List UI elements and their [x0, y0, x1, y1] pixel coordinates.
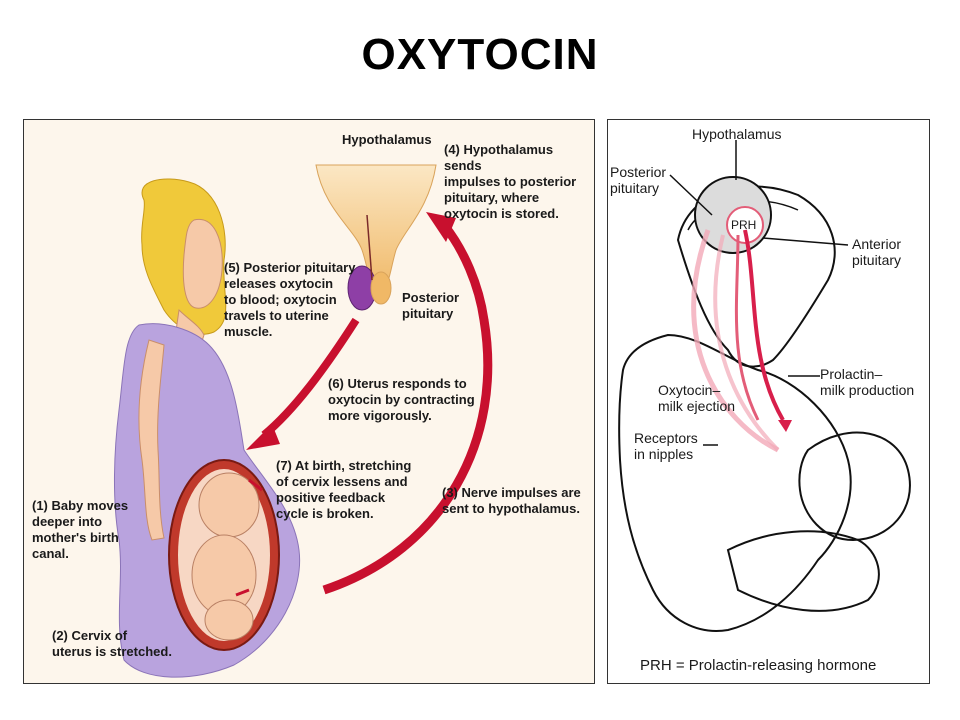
- label-step6: (6) Uterus responds to oxytocin by contr…: [328, 376, 475, 423]
- label-step7: (7) At birth, stretching of cervix lesse…: [276, 458, 412, 521]
- label-prh-legend: PRH = Prolactin-releasing hormone: [640, 657, 877, 674]
- breastfeeding-diagram: Hypothalamus Posterior pituitary PRH Ant…: [607, 119, 930, 684]
- mother-body-outline: [618, 333, 852, 632]
- pregnant-woman-illustration: [114, 164, 493, 678]
- label-hypothalamus-right: Hypothalamus: [692, 126, 782, 142]
- label-prolactin: Prolactin– milk production: [820, 366, 915, 398]
- prh-bubble: [726, 206, 764, 244]
- label-anterior-pituitary: Anterior pituitary: [852, 236, 902, 268]
- baby-outline: [798, 431, 911, 542]
- positive-feedback-diagram: Hypothalamus (4) Hypothalamus sends impu…: [23, 119, 595, 684]
- label-posterior-pituitary: Posterior pituitary: [402, 290, 460, 321]
- slide-title: OXYTOCIN: [361, 30, 599, 79]
- oxytocin-arrow-to-uterus: [261, 317, 360, 439]
- cervix-arrow: [248, 478, 263, 492]
- label-step4: (4) Hypothalamus sends impulses to poste…: [444, 142, 577, 221]
- prolactin-pathway: [743, 229, 785, 422]
- label-prh: PRH: [731, 218, 757, 232]
- label-oxytocin: Oxytocin– milk ejection: [658, 382, 736, 414]
- label-receptors: Receptors in nipples: [634, 430, 698, 462]
- label-step3: (3) Nerve impulses are sent to hypothala…: [442, 485, 581, 516]
- label-step5: (5) Posterior pituitary releases oxytoci…: [224, 260, 356, 339]
- label-step1: (1) Baby moves deeper into mother's birt…: [32, 498, 129, 561]
- breastfeeding-illustration: [618, 140, 911, 632]
- label-posterior-pituitary-right: Posterior pituitary: [610, 164, 667, 196]
- label-step2: (2) Cervix of uterus is stretched.: [52, 628, 172, 659]
- face-shape: [182, 218, 223, 309]
- oxytocin-pathway: [691, 229, 780, 453]
- label-hypothalamus: Hypothalamus: [342, 132, 432, 147]
- feedback-arrow-to-hypothalamus: [322, 222, 493, 595]
